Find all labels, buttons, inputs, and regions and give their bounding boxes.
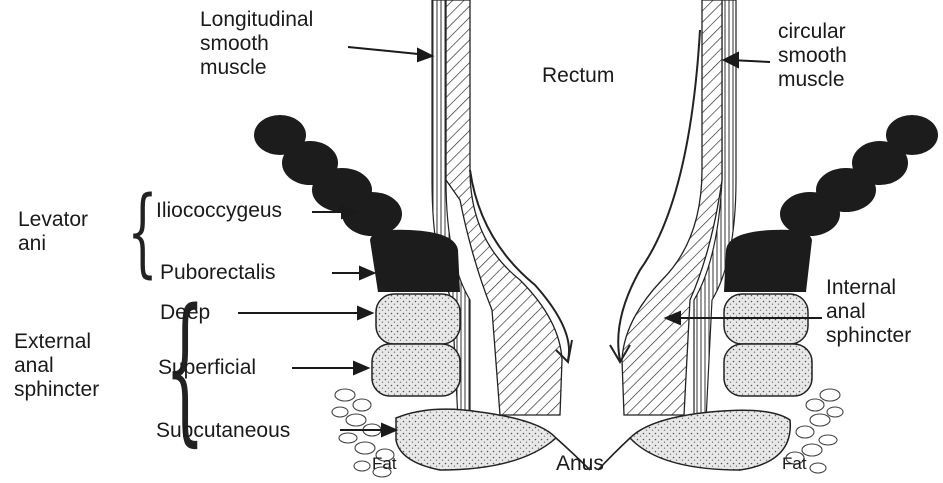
label-longitudinal-smooth-muscle: Longitudinal smooth muscle [200, 8, 313, 80]
left-subcutaneous [396, 409, 556, 470]
right-subcutaneous [630, 410, 790, 470]
right-external-sphincter [724, 294, 812, 396]
label-fat-left: Fat [372, 452, 397, 476]
label-levator-ani: Levator ani [18, 208, 88, 256]
label-subcutaneous: Subcutaneous [156, 419, 290, 443]
levator-ani-brace: { [127, 184, 158, 280]
label-anus: Anus [556, 452, 604, 476]
label-internal-anal-sphincter: Internal anal sphincter [826, 276, 911, 348]
label-circular-smooth-muscle: circular smooth muscle [778, 20, 847, 92]
left-levator-ani [254, 115, 460, 292]
label-external-anal-sphincter: External anal sphincter [14, 330, 99, 402]
label-rectum: Rectum [542, 64, 614, 88]
label-superficial: Superficial [158, 356, 256, 380]
label-fat-right: Fat [782, 452, 807, 476]
label-deep: Deep [160, 301, 210, 325]
right-levator-ani [724, 115, 938, 292]
left-external-sphincter [372, 294, 460, 396]
label-iliococcygeus: Iliococcygeus [156, 199, 282, 223]
